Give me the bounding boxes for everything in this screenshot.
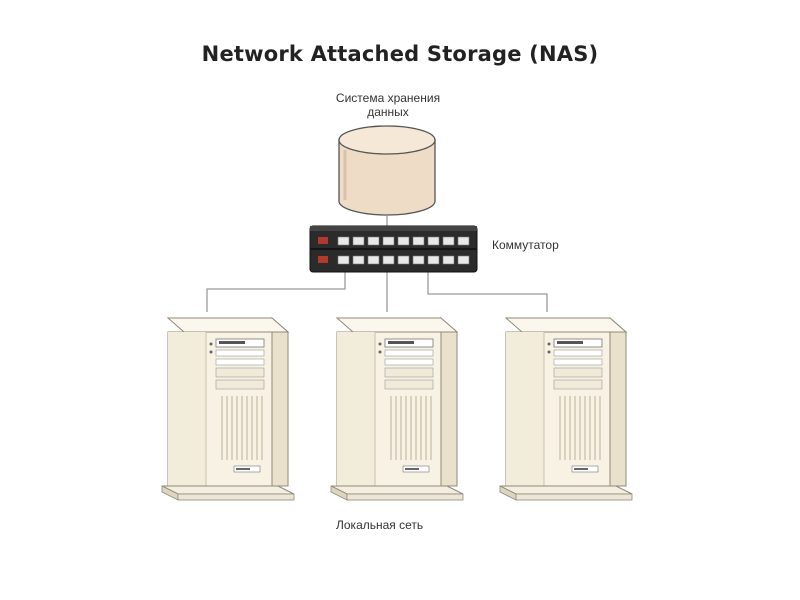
storage-cylinder-icon [338,125,436,216]
line-switch-left [206,272,346,312]
switch-ports-top [337,236,470,246]
storage-label-line2: данных [367,105,409,119]
connection-lines [206,216,548,312]
storage-label-line1: Система хранения [335,91,441,105]
switch-label: Коммутатор [492,238,559,252]
lan-label: Локальная сеть [336,518,424,532]
switch-ports-bottom [337,255,470,265]
server-center-icon [330,317,464,501]
line-switch-right [427,272,548,312]
server-right-icon [499,317,633,501]
switch-icon [309,225,478,273]
storage-label: Система хранения данных [318,91,458,119]
server-left-icon [161,317,295,501]
diagram-title: Network Attached Storage (NAS) [201,42,599,66]
